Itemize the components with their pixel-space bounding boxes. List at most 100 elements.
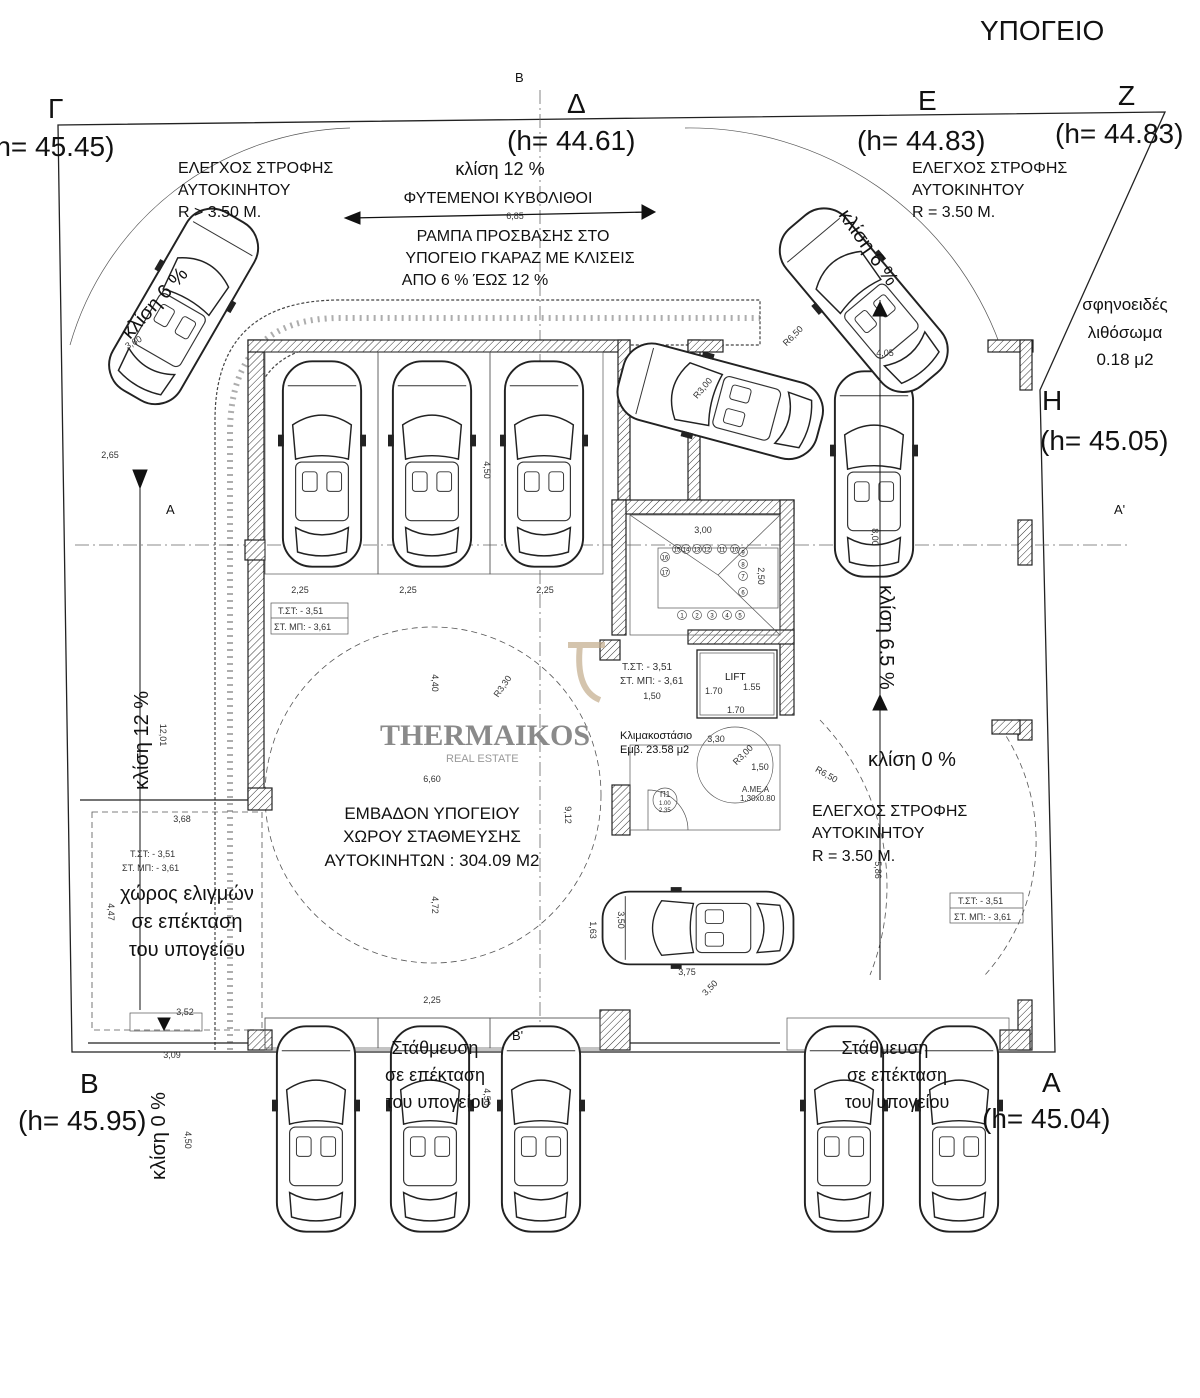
car [601, 886, 795, 970]
parking-ext-label-left: Στάθμευση σε επέκταση του υπογείου [385, 1038, 490, 1112]
svg-text:του υπογείου: του υπογείου [386, 1092, 491, 1112]
dimension-label: R3,30 [492, 674, 514, 699]
dimension-label: 5,86 [873, 861, 883, 879]
dimension-label: 6,60 [423, 774, 441, 784]
point-beta-h: (h= 45.95) [18, 1105, 146, 1136]
dimension-label: 2,25 [536, 585, 554, 595]
stair-step-marker [738, 559, 748, 569]
stair-step-number: 9 [741, 551, 745, 557]
svg-text:του υπογείου: του υπογείου [129, 939, 245, 961]
stair-step-number: 17 [662, 571, 669, 577]
parking-area-label: ΕΜΒΑΔΟΝ ΥΠΟΓΕΙΟΥ ΧΩΡΟΥ ΣΤΑΘΜΕΥΣΗΣ ΑΥΤΟΚΙ… [325, 804, 540, 870]
turn-check-right-label: ΕΛΕΓΧΟΣ ΣΤΡΟΦΗΣ ΑΥΤΟΚΙΝΗΤΟΥ R = 3.50 Μ. [912, 160, 1067, 221]
stair-step-number: 8 [741, 563, 745, 569]
svg-text:Τ.ΣΤ: - 3,51: Τ.ΣΤ: - 3,51 [278, 606, 323, 616]
door-swing [647, 789, 689, 831]
car [830, 370, 918, 578]
car [500, 360, 588, 568]
dimension-label: R6,50 [814, 764, 840, 785]
car [272, 1025, 360, 1233]
svg-text:Τ.ΣΤ: - 3,51: Τ.ΣΤ: - 3,51 [958, 896, 1003, 906]
svg-text:ΣΤ. ΜΠ: - 3,61: ΣΤ. ΜΠ: - 3,61 [274, 622, 331, 632]
svg-text:Στάθμευση: Στάθμευση [392, 1038, 479, 1058]
stair-step-marker [692, 610, 702, 620]
stair-step-number: 6 [741, 591, 745, 597]
car [608, 331, 832, 472]
dimension-label: 2,50 [756, 567, 766, 585]
stair-step-number: 3 [710, 614, 714, 620]
page-title: ΥΠΟΓΕΙΟ [980, 15, 1104, 46]
door-label: Π1 [660, 790, 671, 799]
point-gamma-h: (h= 45.45) [0, 131, 114, 162]
svg-text:ΧΩΡΟΥ ΣΤΑΘΜΕΥΣΗΣ: ΧΩΡΟΥ ΣΤΑΘΜΕΥΣΗΣ [343, 827, 521, 846]
svg-text:σε επέκταση: σε επέκταση [847, 1065, 947, 1085]
turning-circle [264, 626, 602, 964]
dimension-label: 2,25 [291, 585, 309, 595]
stair-step-marker [735, 610, 745, 620]
watermark-sub: REAL ESTATE [446, 753, 519, 765]
dimension-label: 4,72 [430, 896, 440, 914]
turn-arc-mid-2 [984, 719, 1037, 976]
section-a-right: Α' [1114, 502, 1125, 517]
svg-text:του υπογείου: του υπογείου [845, 1092, 950, 1112]
dimension-label: 3,68 [173, 814, 191, 824]
svg-text:R = 3.50 Μ.: R = 3.50 Μ. [912, 204, 995, 221]
dimension-label: 2,25 [399, 585, 417, 595]
point-zeta: Ζ [1118, 80, 1135, 111]
svg-text:ΑΥΤΟΚΙΝΗΤΟΥ: ΑΥΤΟΚΙΝΗΤΟΥ [178, 182, 291, 199]
slope-bottom-left: κλίση 0 % [148, 1092, 170, 1180]
turn-arc-right [684, 127, 1001, 346]
stair-step-marker [702, 544, 712, 554]
lift-depth: 1.55 [743, 682, 761, 692]
car [93, 194, 275, 419]
dimension-label: 4,40 [430, 674, 440, 692]
svg-text:Στάθμευση: Στάθμευση [842, 1038, 929, 1058]
dimension-label: 3,75 [678, 967, 696, 977]
stair-step-number: 16 [662, 556, 669, 562]
svg-text:0.18 μ2: 0.18 μ2 [1096, 350, 1153, 369]
dimension-label: 8,00 [870, 528, 880, 546]
lift-shaft [696, 649, 778, 719]
dimension-label: 4,50 [183, 1131, 193, 1149]
parking-ext-zone-right [786, 1017, 1010, 1051]
watermark-name: THERMAIKOS [380, 719, 590, 752]
lift-width-2: 1.70 [727, 705, 745, 715]
site-boundary [57, 111, 1167, 1053]
svg-text:ΕΛΕΓΧΟΣ ΣΤΡΟΦΗΣ: ΕΛΕΓΧΟΣ ΣΤΡΟΦΗΣ [812, 803, 967, 820]
dimension-label: 3,50 [616, 911, 626, 929]
stair-step-marker [660, 552, 670, 562]
door-width: 1.00 [659, 801, 671, 807]
dimension-label: 3,52 [176, 1007, 194, 1017]
stair-step-number: 10 [732, 548, 739, 554]
door-tag [652, 787, 678, 813]
dimension-label: 4,05 [876, 348, 894, 358]
point-delta-h: (h= 44.61) [507, 125, 635, 156]
dimension-label: 4,50 [482, 1088, 492, 1106]
svg-text:ΡΑΜΠΑ ΠΡΟΣΒΑΣΗΣ ΣΤΟ: ΡΑΜΠΑ ΠΡΟΣΒΑΣΗΣ ΣΤΟ [417, 228, 610, 245]
svg-text:6,85: 6,85 [506, 211, 524, 221]
svg-text:ΕΜΒΑΔΟΝ ΥΠΟΓΕΙΟΥ: ΕΜΒΑΔΟΝ ΥΠΟΓΕΙΟΥ [344, 804, 519, 823]
stair-name: Κλιμακοστάσιο [620, 730, 692, 742]
dimension-label: 12,01 [158, 724, 168, 747]
wedge-label: σφηνοειδές λιθόσωμα 0.18 μ2 [1082, 295, 1168, 369]
maneuver-label: χώρος ελιγμών σε επέκταση του υπογείου [120, 883, 254, 961]
svg-text:Τ.ΣΤ: - 3,51: Τ.ΣΤ: - 3,51 [622, 662, 673, 673]
point-zeta-h: (h= 44.83) [1055, 118, 1183, 149]
svg-text:ΦΥΤΕΜΕΝΟΙ ΚΥΒΟΛΙΘΟΙ: ΦΥΤΕΜΕΝΟΙ ΚΥΒΟΛΙΘΟΙ [404, 190, 593, 207]
svg-text:χώρος ελιγμών: χώρος ελιγμών [120, 883, 254, 905]
point-beta: Β [80, 1068, 99, 1099]
ramp-label: κλίση 12 % ΦΥΤΕΜΕΝΟΙ ΚΥΒΟΛΙΘΟΙ 6,85 ΡΑΜΠ… [402, 159, 635, 289]
wc-room [629, 744, 781, 831]
svg-text:ΣΤ. ΜΠ: - 3,61: ΣΤ. ΜΠ: - 3,61 [620, 676, 684, 687]
svg-text:R > 3.50 Μ.: R > 3.50 Μ. [178, 204, 261, 221]
stair-step-marker [738, 587, 748, 597]
wc-size: 1.30x0.80 [740, 794, 776, 803]
stair-step-marker [677, 610, 687, 620]
stair-step-number: 7 [741, 575, 745, 581]
stair-step-marker [672, 544, 682, 554]
stair-step-marker [722, 610, 732, 620]
stair-step-marker [717, 544, 727, 554]
